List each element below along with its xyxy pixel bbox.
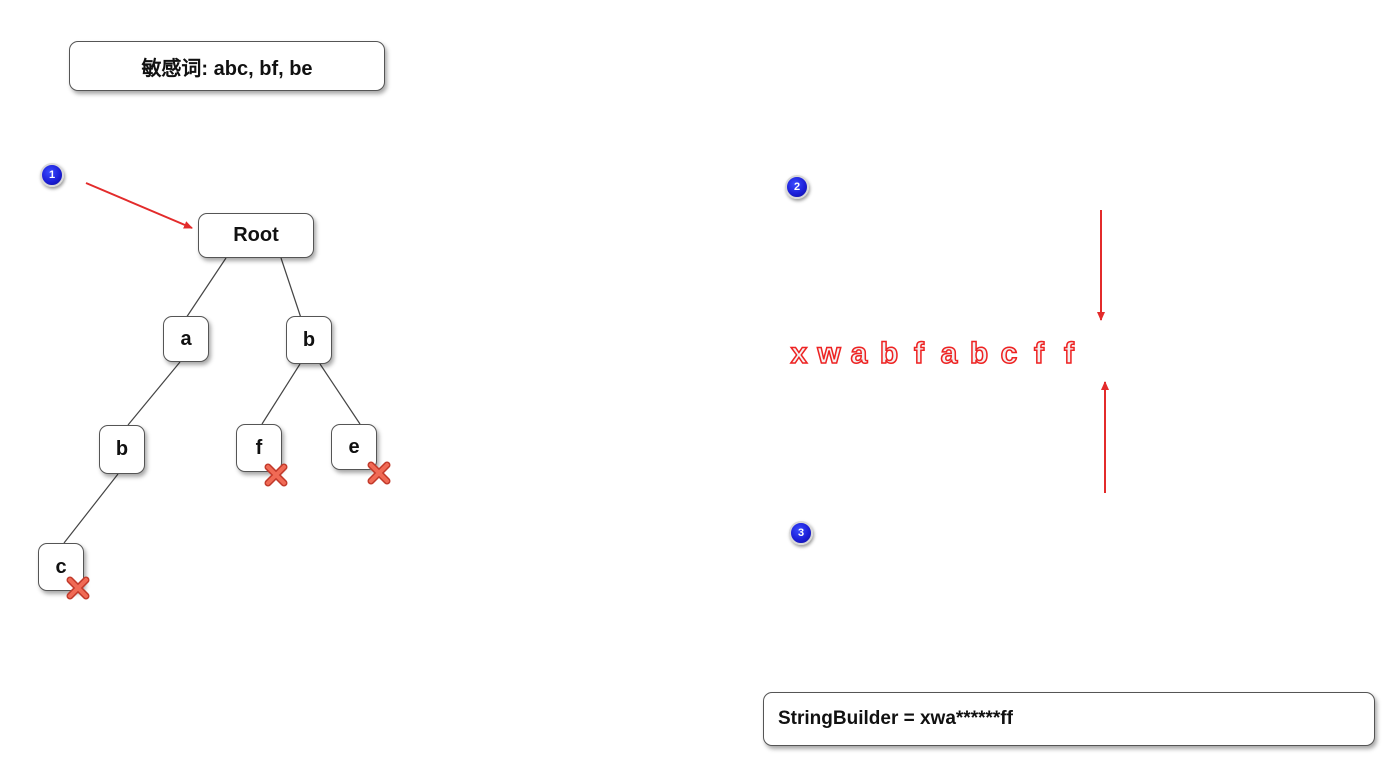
cross-icon <box>66 576 90 600</box>
edge-root-b <box>280 257 302 319</box>
step-badge-1-label: 1 <box>48 169 56 181</box>
sequence-char: a <box>850 336 868 371</box>
trie-root-label: Root <box>233 224 279 246</box>
edge-b-c <box>63 473 119 544</box>
sequence-char: b <box>879 336 899 371</box>
trie-node-c: c <box>38 543 84 591</box>
edge-root-a <box>185 257 227 319</box>
trie-node-b-under-a: b <box>99 425 145 474</box>
trie-node-b-under-a-label: b <box>115 438 129 460</box>
trie-root-node: Root <box>198 213 314 258</box>
sequence-char: b <box>969 336 989 371</box>
input-character-sequence: x w a b f a b c f f <box>784 336 1084 371</box>
trie-node-a-label: a <box>180 327 192 350</box>
edge-b-e <box>319 363 361 425</box>
sequence-char: x <box>790 336 808 371</box>
arrow-to-root <box>85 182 193 229</box>
step-badge-1: 1 <box>40 163 64 187</box>
trie-node-b-label: b <box>302 328 316 351</box>
cross-icon <box>264 463 288 487</box>
sensitive-words-text: 敏感词: abc, bf, be <box>141 57 313 80</box>
step-badge-2: 2 <box>785 175 809 199</box>
sequence-char: f <box>913 336 925 371</box>
trie-node-b-root-child: b <box>286 316 332 364</box>
trie-node-e-label: e <box>348 435 360 458</box>
step-badge-3: 3 <box>789 521 813 545</box>
sequence-char: f <box>1033 336 1045 371</box>
sequence-char: f <box>1063 336 1075 371</box>
edge-b-f <box>261 363 301 425</box>
edge-a-b <box>127 361 181 426</box>
trie-node-f: f <box>236 424 282 472</box>
step-badge-2-label: 2 <box>793 181 801 193</box>
string-builder-result: StringBuilder = xwa******ff <box>763 692 1375 746</box>
sequence-char: w <box>817 336 842 371</box>
string-builder-text: StringBuilder = xwa******ff <box>778 708 1013 729</box>
step-badge-3-label: 3 <box>797 527 805 539</box>
trie-node-f-label: f <box>255 436 263 459</box>
trie-node-a: a <box>163 316 209 362</box>
sensitive-words-banner: 敏感词: abc, bf, be <box>69 41 385 91</box>
cross-icon <box>367 461 391 485</box>
trie-node-c-label: c <box>55 555 67 578</box>
sequence-char: c <box>1000 336 1018 371</box>
sequence-char: a <box>940 336 958 371</box>
